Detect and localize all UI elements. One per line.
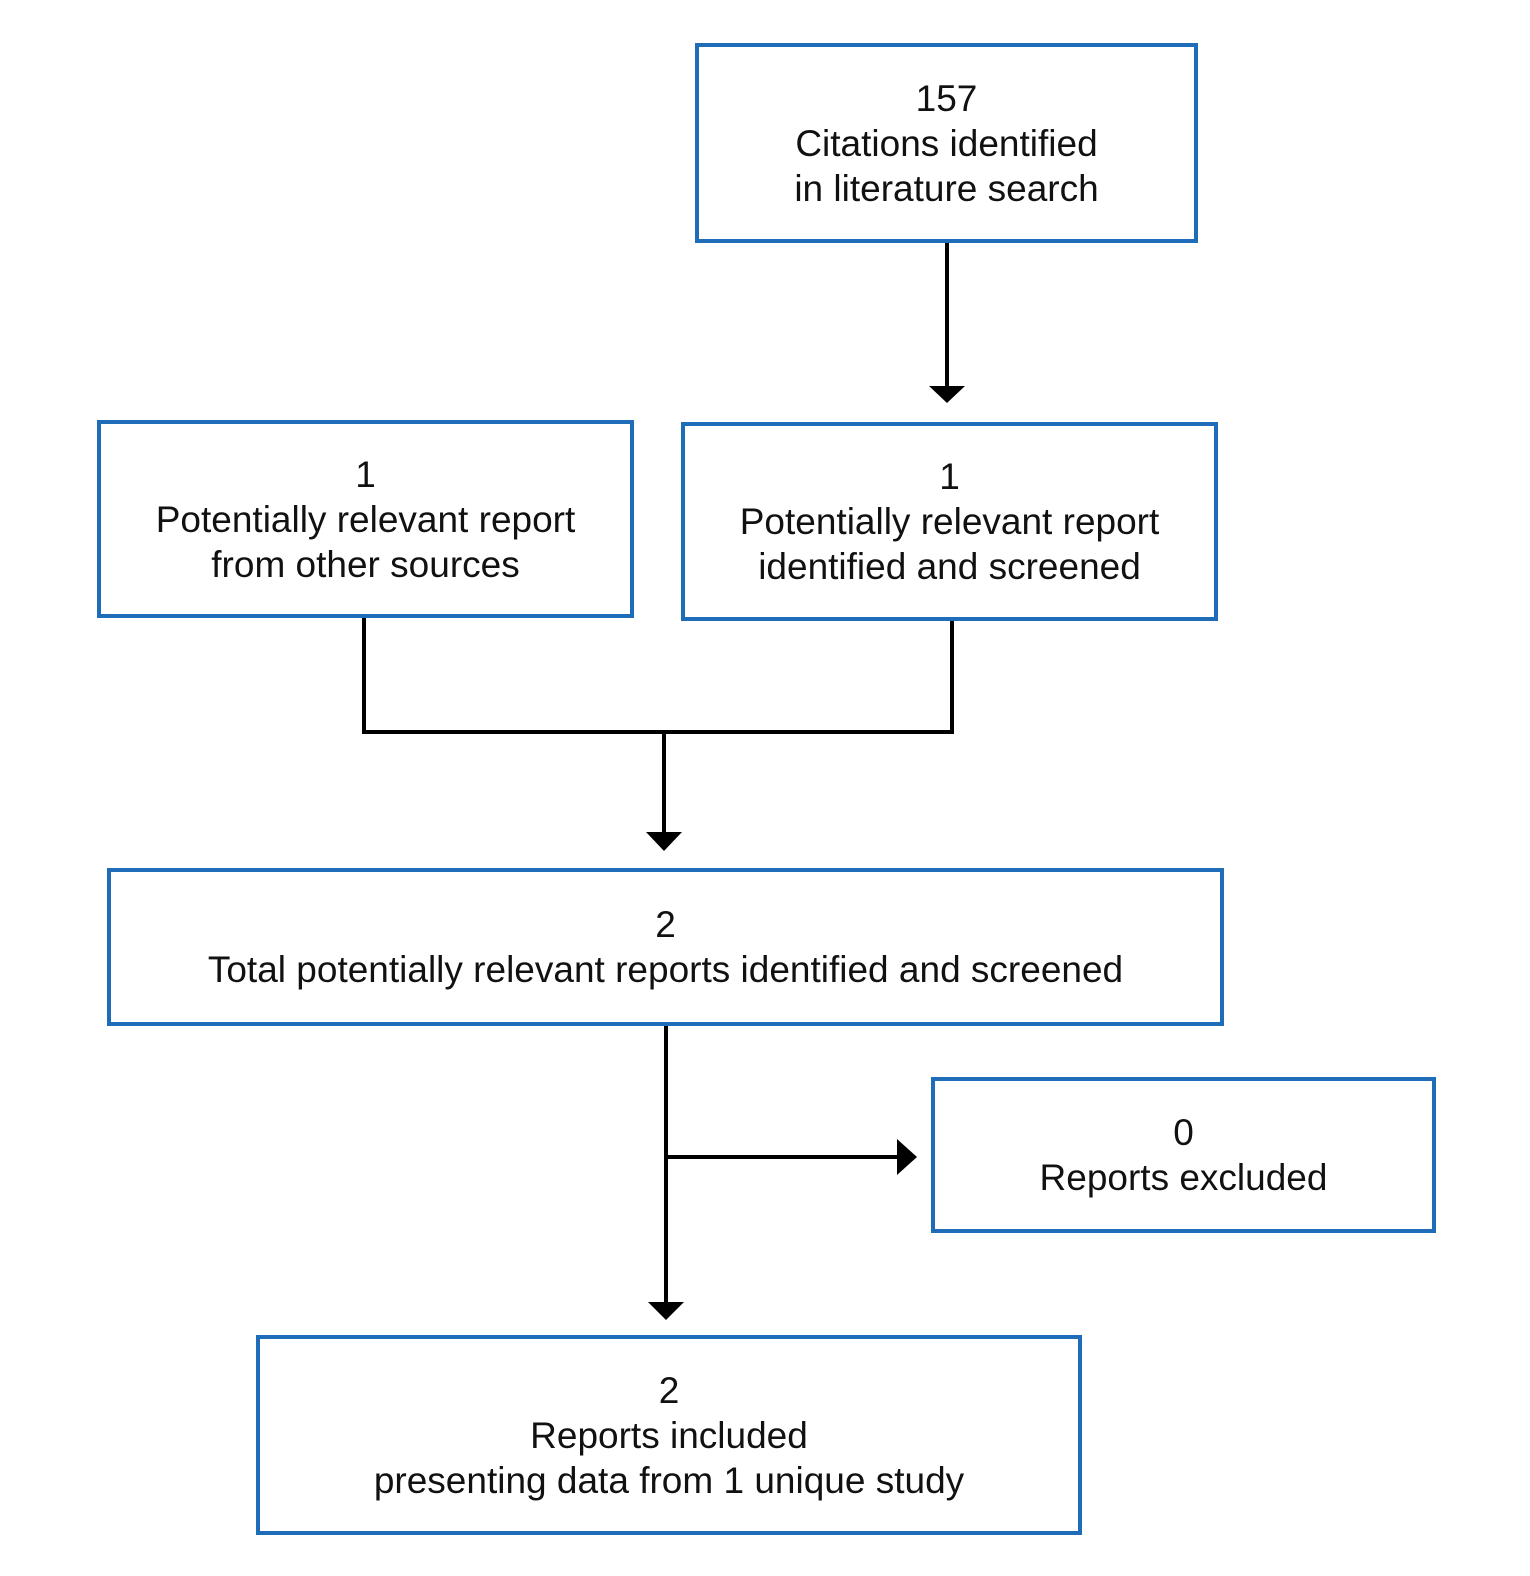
included-label-line1: Reports included xyxy=(530,1414,808,1456)
screened-label-line1: Potentially relevant report xyxy=(739,501,1160,542)
connector-merge xyxy=(362,618,954,734)
citations-identified-box: 157 Citations identified in literature s… xyxy=(695,43,1198,243)
screened-count: 1 xyxy=(939,456,960,497)
other-sources-label-line2: from other sources xyxy=(211,543,520,585)
screened-label-line2: identified and screened xyxy=(758,546,1141,587)
citations-label-line1: Citations identified xyxy=(795,122,1098,164)
excluded-count: 0 xyxy=(1173,1112,1194,1153)
screened-box: 1 Potentially relevant report identified… xyxy=(681,422,1218,621)
arrowhead-right xyxy=(897,1139,917,1175)
citations-label-line2: in literature search xyxy=(794,167,1099,209)
reports-included-box: 2 Reports included presenting data from … xyxy=(256,1335,1082,1535)
included-count: 2 xyxy=(658,1369,680,1411)
citations-count: 157 xyxy=(915,77,978,119)
included-label-line2: presenting data from 1 unique study xyxy=(373,1459,965,1501)
arrowhead-down xyxy=(646,832,682,851)
total-label: Total potentially relevant reports ident… xyxy=(207,949,1124,990)
other-sources-label-line1: Potentially relevant report xyxy=(155,498,576,540)
other-sources-count: 1 xyxy=(355,453,376,495)
excluded-label: Reports excluded xyxy=(1039,1157,1328,1198)
reports-excluded-box: 0 Reports excluded xyxy=(931,1077,1436,1233)
total-screened-box: 2 Total potentially relevant reports ide… xyxy=(107,868,1224,1026)
arrowhead-down xyxy=(648,1302,684,1320)
arrowhead-down xyxy=(929,386,965,403)
total-count: 2 xyxy=(655,904,676,945)
other-sources-box: 1 Potentially relevant report from other… xyxy=(97,420,634,618)
